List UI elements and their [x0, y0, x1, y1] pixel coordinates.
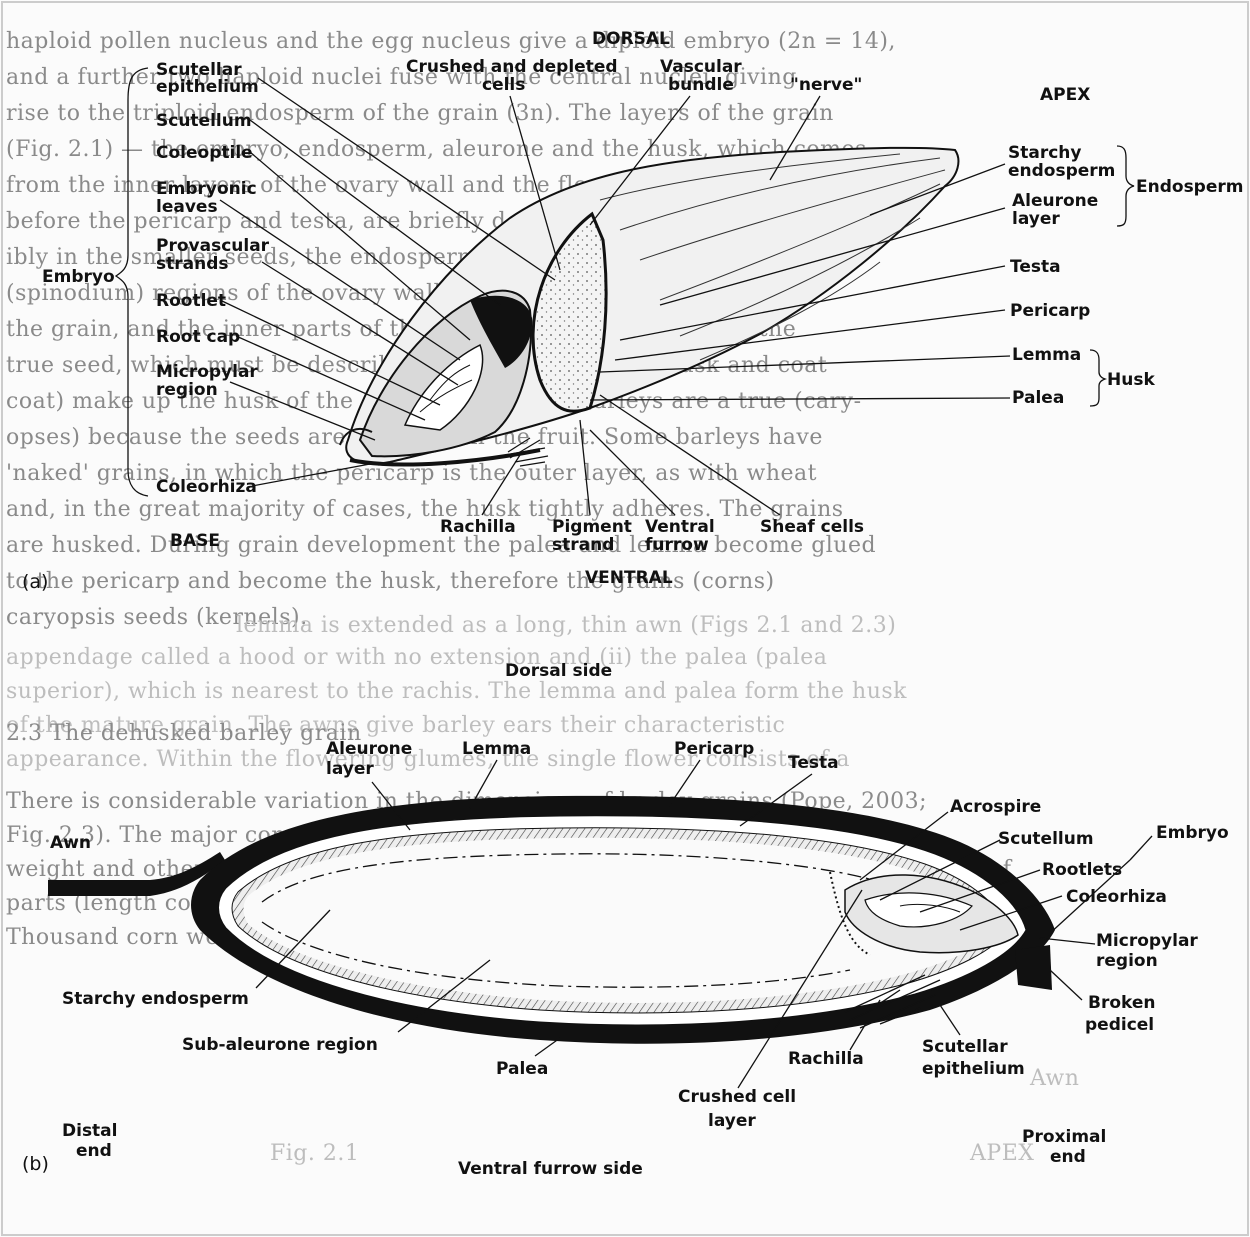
label-sheaf-cells: Sheaf cells [760, 517, 864, 537]
label-rachilla-a: Rachilla [440, 517, 516, 537]
label-scutellum: Scutellum [156, 111, 252, 131]
broken-pedicel [1015, 945, 1052, 990]
label-pigment-strand-2: strand [552, 535, 614, 555]
label-distal-end-1: Distal [62, 1121, 117, 1141]
label-broken-pedicel-2: pedicel [1085, 1015, 1154, 1035]
label-pericarp-b: Pericarp [674, 739, 754, 759]
label-scutellar-epithelium-b-2: epithelium [922, 1059, 1025, 1079]
label-acrospire: Acrospire [950, 797, 1041, 817]
label-embryo-b: Embryo [1156, 823, 1229, 843]
label-micropylar-region-2: region [156, 380, 218, 400]
label-vascular-bundle-2: bundle [668, 75, 734, 95]
label-ventral-furrow-1: Ventral [645, 517, 715, 537]
label-scutellar-epithelium-2: epithelium [156, 77, 259, 97]
bg-line: 2.3 The dehusked barley grain [6, 721, 362, 746]
label-provascular-strands-2: strands [156, 254, 229, 274]
label-proximal-end-2: end [1050, 1147, 1086, 1167]
label-rachilla-b: Rachilla [788, 1049, 864, 1069]
label-aleurone-layer-b-1: Aleurone [326, 739, 412, 759]
label-starchy-endosperm-b: Starchy endosperm [62, 989, 249, 1009]
label-micropylar-region-b-1: Micropylar [1096, 931, 1198, 951]
label-crushed-cells-1: Crushed and depleted [406, 57, 618, 77]
bg-line: Fig. 2.1 [270, 1141, 359, 1166]
label-starchy-endosperm-1: Starchy [1008, 143, 1082, 163]
label-rootlet: Rootlet [156, 291, 226, 311]
bg-line: rise to the triploid endosperm of the gr… [6, 101, 834, 126]
label-vascular-bundle-1: Vascular [660, 57, 742, 77]
panel-b-tag: (b) [22, 1153, 49, 1175]
label-root-cap: Root cap [156, 327, 240, 347]
label-broken-pedicel-1: Broken [1088, 993, 1156, 1013]
husk-brace [1090, 350, 1105, 406]
bg-line: Awn [1029, 1066, 1079, 1091]
bg-line: superior), which is nearest to the rachi… [6, 679, 907, 704]
bg-line: and, in the great majority of cases, the… [6, 497, 844, 522]
label-scutellar-epithelium-b-1: Scutellar [922, 1037, 1008, 1057]
group-embryo-label: Embryo [42, 267, 115, 287]
label-crushed-cells-2: cells [482, 75, 525, 95]
endosperm-brace [1117, 146, 1134, 226]
label-distal-end-2: end [76, 1141, 112, 1161]
panel-a-tag: (a) [22, 571, 48, 593]
label-embryonic-leaves-1: Embryonic [156, 179, 257, 199]
label-coleorhiza-b: Coleorhiza [1066, 887, 1167, 907]
label-coleoptile: Coleoptile [156, 143, 253, 163]
label-provascular-strands-1: Provascular [156, 236, 270, 256]
label-aleurone-layer-2: layer [1012, 209, 1060, 229]
label-crushed-cell-layer-2: layer [708, 1111, 756, 1131]
group-husk-label: Husk [1107, 370, 1155, 390]
label-dorsal-side: Dorsal side [505, 661, 612, 681]
label-ventral-furrow-side: Ventral furrow side [458, 1159, 643, 1179]
orientation-dorsal: DORSAL [592, 29, 670, 49]
label-lemma-b: Lemma [462, 739, 531, 759]
label-micropylar-region-b-2: region [1096, 951, 1158, 971]
label-testa: Testa [1010, 257, 1061, 277]
label-crushed-cell-layer-1: Crushed cell [678, 1087, 796, 1107]
label-pigment-strand-1: Pigment [552, 517, 632, 537]
label-palea-a: Palea [1012, 388, 1064, 408]
orientation-base: BASE [170, 531, 220, 551]
label-sub-aleurone-region: Sub-aleurone region [182, 1035, 378, 1055]
label-proximal-end-1: Proximal [1022, 1127, 1106, 1147]
label-rootlets: Rootlets [1042, 860, 1122, 880]
label-lemma-a: Lemma [1012, 345, 1081, 365]
orientation-apex: APEX [1040, 85, 1090, 105]
label-ventral-furrow-2: furrow [645, 535, 709, 555]
label-aleurone-layer-1: Aleurone [1012, 191, 1098, 211]
label-palea-b: Palea [496, 1059, 548, 1079]
orientation-ventral: VENTRAL [585, 568, 673, 588]
label-coleorhiza: Coleorhiza [156, 477, 257, 497]
group-endosperm-label: Endosperm [1136, 177, 1243, 197]
label-nerve: "nerve" [790, 75, 862, 95]
label-pericarp: Pericarp [1010, 301, 1090, 321]
bg-line: haploid pollen nucleus and the egg nucle… [6, 29, 896, 54]
label-testa-b: Testa [788, 753, 839, 773]
label-awn: Awn [50, 833, 91, 853]
label-scutellum-b: Scutellum [998, 829, 1094, 849]
label-starchy-endosperm-2: endosperm [1008, 161, 1115, 181]
label-embryonic-leaves-2: leaves [156, 197, 218, 217]
label-aleurone-layer-b-2: layer [326, 759, 374, 779]
bg-line: lemma is extended as a long, thin awn (F… [236, 613, 896, 638]
bg-line: appendage called a hood or with no exten… [6, 645, 827, 670]
label-micropylar-region-1: Micropylar [156, 362, 258, 382]
